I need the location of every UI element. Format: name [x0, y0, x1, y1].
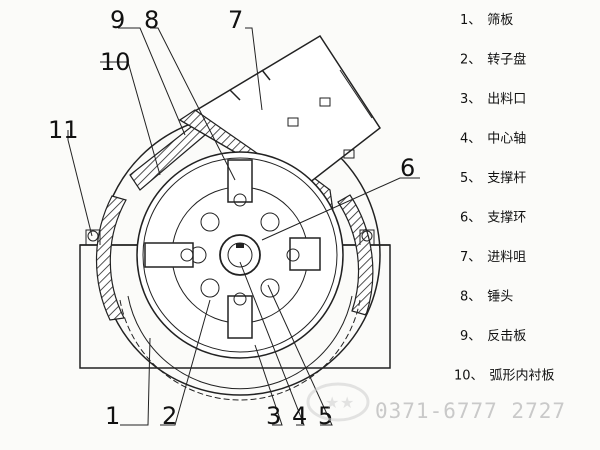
legend-item-number: 8、 [460, 290, 481, 305]
legend-item-label: 支撑环 [487, 211, 526, 226]
watermark-phone: 0371-6777 2727 [375, 399, 566, 423]
legend-item-number: 3、 [460, 92, 481, 107]
callout-numbers: 1 2 3 4 5 6 7 8 9 10 11 [48, 6, 415, 430]
callout-6: 6 [400, 154, 415, 182]
legend-item-number: 5、 [460, 171, 481, 186]
legend-item: 2、转子盘 [460, 52, 526, 68]
legend-item-number: 1、 [460, 13, 481, 28]
legend-item-label: 反击板 [487, 329, 526, 344]
legend-item: 8、锤头 [460, 290, 513, 305]
callout-11: 11 [48, 116, 79, 144]
callout-2: 2 [162, 402, 177, 430]
legend-item-number: 9、 [460, 329, 481, 344]
svg-text:★: ★ [325, 393, 339, 412]
legend-item-number: 6、 [460, 211, 481, 226]
legend-item-label: 进料咀 [487, 250, 526, 265]
legend-item-label: 筛板 [487, 13, 513, 28]
svg-text:★: ★ [340, 393, 354, 412]
callout-10: 10 [100, 48, 131, 76]
legend-item-label: 出料口 [487, 92, 526, 107]
callout-8: 8 [144, 6, 159, 34]
legend-item-label: 弧形内衬板 [490, 368, 555, 384]
legend-item: 5、支撑杆 [460, 171, 526, 186]
center-shaft [219, 234, 261, 276]
leader-lines [67, 27, 420, 426]
legend-item-label: 支撑杆 [487, 171, 526, 186]
parts-legend: 1、筛板 2、转子盘 3、出料口 4、中心轴 5、支撑杆 6、支撑环 7、进料咀 8、锤头 9、… [454, 13, 555, 384]
callout-4: 4 [292, 402, 307, 430]
legend-item-label: 转子盘 [487, 52, 526, 68]
legend-item-label: 中心轴 [487, 132, 526, 147]
mounting-lugs [85, 229, 375, 245]
legend-item: 3、出料口 [460, 92, 526, 107]
legend-item-number: 2、 [460, 53, 481, 68]
legend-item: 7、进料咀 [460, 250, 526, 265]
callout-9: 9 [110, 6, 125, 34]
watermark-logo: ★ ★ [306, 382, 370, 422]
legend-item-number: 10、 [454, 369, 484, 384]
legend-item: 1、筛板 [460, 13, 513, 28]
legend-item-number: 4、 [460, 132, 481, 147]
legend-item-number: 7、 [460, 250, 481, 265]
callout-3: 3 [266, 402, 281, 430]
legend-item: 10、弧形内衬板 [454, 368, 555, 384]
screen-plate [119, 295, 361, 401]
legend-item: 6、支撑环 [460, 211, 526, 226]
hammer-heads [144, 159, 321, 339]
callout-7: 7 [228, 6, 243, 34]
legend-item-label: 锤头 [487, 290, 513, 305]
legend-item: 9、反击板 [460, 329, 526, 344]
legend-item: 4、中心轴 [460, 132, 526, 147]
callout-1: 1 [105, 402, 120, 430]
callout-5: 5 [318, 402, 333, 430]
